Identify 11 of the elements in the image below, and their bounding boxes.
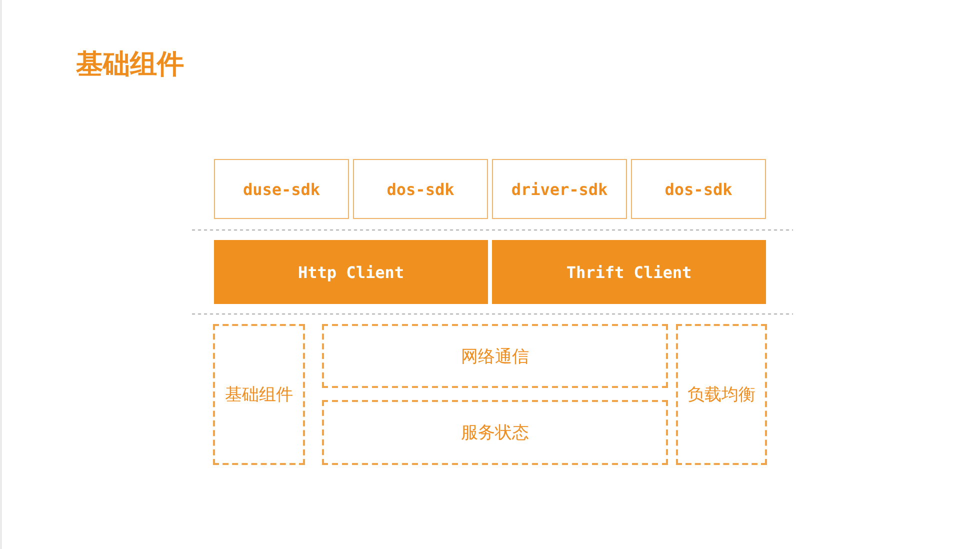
client-box: Thrift Client [492, 240, 766, 304]
sdk-box: dos-sdk [631, 159, 766, 219]
sdk-box: driver-sdk [492, 159, 627, 219]
component-box: 服务状态 [322, 400, 668, 465]
component-box: 负载均衡 [676, 324, 767, 465]
component-box: 基础组件 [213, 324, 305, 465]
title: 基础组件 [76, 48, 184, 82]
sdk-box: dos-sdk [353, 159, 488, 219]
component-box: 网络通信 [322, 324, 668, 388]
client-box: Http Client [214, 240, 488, 304]
sdk-box: duse-sdk [214, 159, 349, 219]
